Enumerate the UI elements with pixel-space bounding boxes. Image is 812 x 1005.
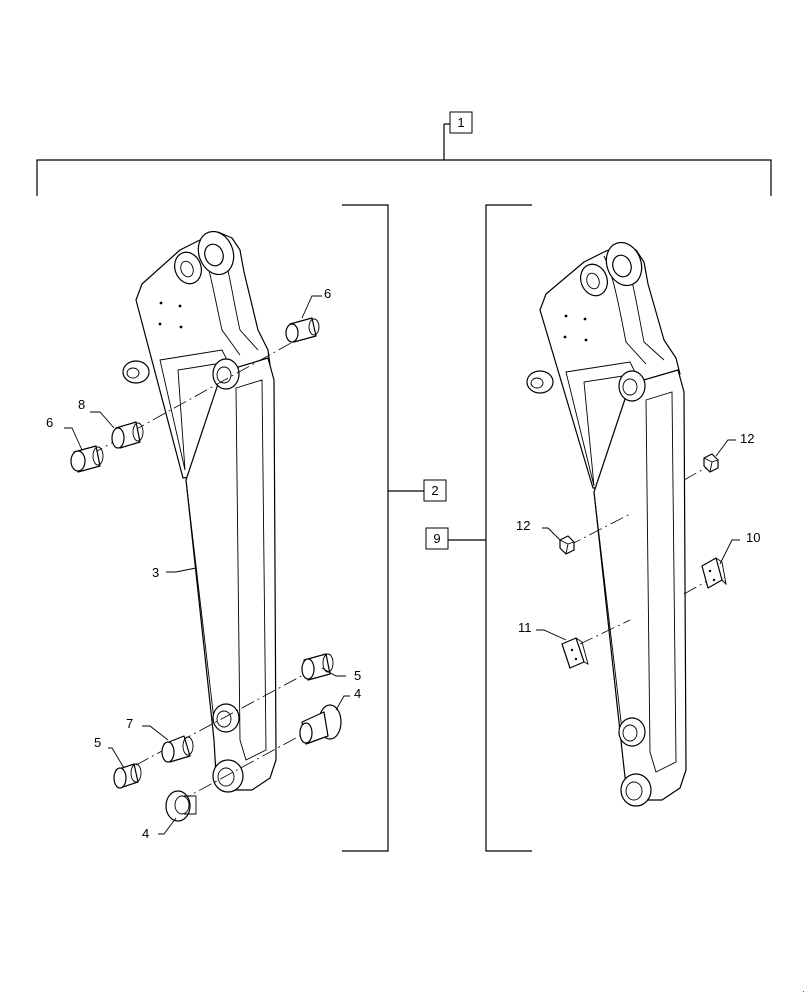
bushing-5-left	[113, 763, 142, 789]
callout-6-left[interactable]: 6	[46, 415, 83, 451]
right-group-bracket	[448, 204, 532, 852]
callout-10[interactable]: 10	[719, 530, 760, 565]
svg-text:5: 5	[354, 668, 361, 683]
callout-3[interactable]: 3	[152, 565, 197, 580]
callout-5-right[interactable]: 5	[321, 667, 361, 683]
callout-5-left[interactable]: 5	[94, 735, 125, 769]
svg-text:8: 8	[78, 397, 85, 412]
bushing-5-right	[301, 653, 334, 681]
callout-12-mid[interactable]: 12	[516, 518, 561, 541]
bushing-8	[111, 421, 144, 449]
svg-text:6: 6	[46, 415, 53, 430]
svg-text:3: 3	[152, 565, 159, 580]
svg-text:1: 1	[457, 115, 464, 130]
washer-4-left	[165, 790, 197, 822]
centerline-lower-2	[177, 725, 319, 803]
arm-right	[526, 241, 687, 807]
centerline-upper	[89, 337, 301, 456]
svg-text:11: 11	[518, 620, 532, 635]
block-12-top	[703, 453, 719, 473]
svg-text:9: 9	[433, 531, 440, 546]
bushing-7	[161, 735, 194, 763]
plate-10	[701, 557, 727, 589]
svg-text:4: 4	[354, 686, 361, 701]
svg-text:12: 12	[740, 431, 754, 446]
callout-1[interactable]: 1	[449, 111, 473, 134]
svg-text:7: 7	[126, 716, 133, 731]
svg-text:12: 12	[516, 518, 530, 533]
callout-4-left[interactable]: 4	[142, 817, 177, 841]
callout-2[interactable]: 2	[423, 479, 447, 502]
bushing-6-right	[285, 317, 320, 343]
centerline-r4	[579, 619, 631, 645]
svg-text:4: 4	[142, 826, 149, 841]
callout-4-right[interactable]: 4	[335, 686, 361, 711]
callout-7[interactable]: 7	[126, 716, 169, 741]
callout-9[interactable]: 9	[425, 527, 449, 550]
left-group-bracket	[342, 204, 424, 852]
washer-4-right	[299, 704, 342, 745]
svg-text:6: 6	[324, 286, 331, 301]
callout-6-right[interactable]: 6	[301, 286, 331, 319]
assembly-bracket	[36, 123, 772, 196]
svg-text:5: 5	[94, 735, 101, 750]
callout-8[interactable]: 8	[78, 397, 115, 429]
callout-12-top[interactable]: 12	[715, 431, 754, 457]
arm-left	[122, 230, 277, 793]
svg-text:2: 2	[431, 483, 438, 498]
callout-11[interactable]: 11	[518, 620, 567, 641]
plate-11	[561, 637, 589, 669]
block-12-mid	[559, 535, 575, 555]
bushing-6-left	[70, 445, 104, 473]
svg-text:10: 10	[746, 530, 760, 545]
centerline-r2	[567, 513, 631, 547]
corner-mark: ·	[802, 987, 805, 996]
